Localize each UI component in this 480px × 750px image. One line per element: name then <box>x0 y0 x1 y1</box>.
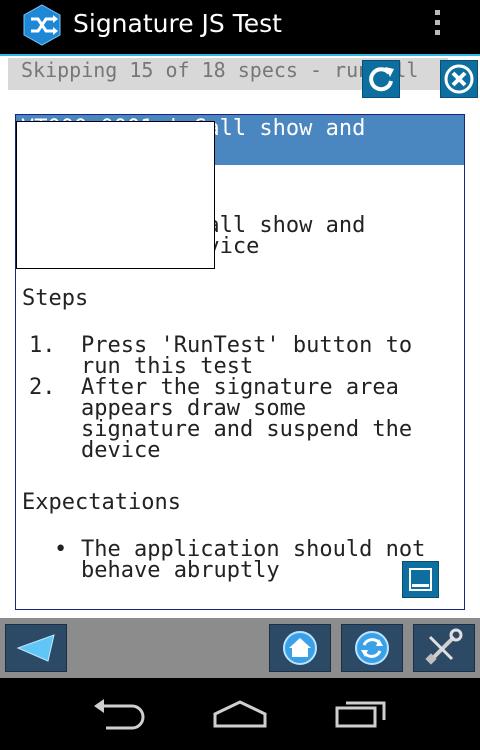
overflow-menu-icon[interactable] <box>430 10 444 40</box>
home-icon <box>283 631 317 665</box>
content-area: Skipping 15 of 18 specs - run all VT000-… <box>0 58 480 618</box>
shuffle-app-icon[interactable] <box>22 4 62 46</box>
step-text-line: appears draw some <box>81 396 307 421</box>
settings-button[interactable] <box>413 624 475 672</box>
sync-icon <box>355 631 389 665</box>
step-text-line: Press 'RunTest' button to <box>81 333 413 358</box>
expectation-item: • The application should not behave abru… <box>16 539 464 584</box>
nav-recents-icon[interactable] <box>334 696 390 730</box>
skip-banner[interactable]: Skipping 15 of 18 specs - run all <box>8 58 448 90</box>
steps-heading: Steps <box>22 286 89 311</box>
step-item: 1. Press 'RunTest' button to run this te… <box>16 335 464 380</box>
refresh-icon <box>369 67 394 92</box>
sync-button[interactable] <box>341 624 403 672</box>
step-text-line: device <box>81 438 161 463</box>
minimize-icon <box>409 568 432 591</box>
system-nav-bar <box>0 678 480 750</box>
expectation-text-line: The application should not <box>81 537 426 562</box>
close-icon <box>444 64 474 94</box>
spec-panel: VT000-0001 | Call show and on the device… <box>15 114 465 610</box>
step-item: 2. After the signature area appears draw… <box>16 377 464 467</box>
signature-area[interactable] <box>16 121 215 269</box>
tools-icon <box>425 628 463 665</box>
step-text-line: After the signature area <box>81 375 399 400</box>
expectation-text-line: behave abruptly <box>81 558 280 583</box>
minimize-button[interactable] <box>402 561 439 598</box>
step-text: Press 'RunTest' button to run this test <box>81 333 456 379</box>
back-arrow-icon <box>16 634 55 662</box>
expectations-heading: Expectations <box>22 490 181 515</box>
skip-banner-text: Skipping 15 of 18 specs - run all <box>21 58 419 82</box>
expectation-text: The application should not behave abrupt… <box>81 537 456 583</box>
bullet: • <box>54 537 68 562</box>
step-text: After the signature area appears draw so… <box>81 375 456 463</box>
step-text-line: run this test <box>81 354 254 379</box>
step-text-line: signature and suspend the <box>81 417 413 442</box>
home-button[interactable] <box>269 624 331 672</box>
nav-home-icon[interactable] <box>211 698 269 730</box>
refresh-run-button[interactable] <box>362 60 400 98</box>
step-number: 2. <box>29 375 56 400</box>
nav-back-icon[interactable] <box>92 698 148 730</box>
app-title: Signature JS Test <box>73 9 282 38</box>
back-button[interactable] <box>5 624 67 672</box>
step-number: 1. <box>29 333 56 358</box>
close-button[interactable] <box>440 60 478 98</box>
bottom-toolbar <box>0 618 480 678</box>
action-bar: Signature JS Test <box>0 0 480 56</box>
